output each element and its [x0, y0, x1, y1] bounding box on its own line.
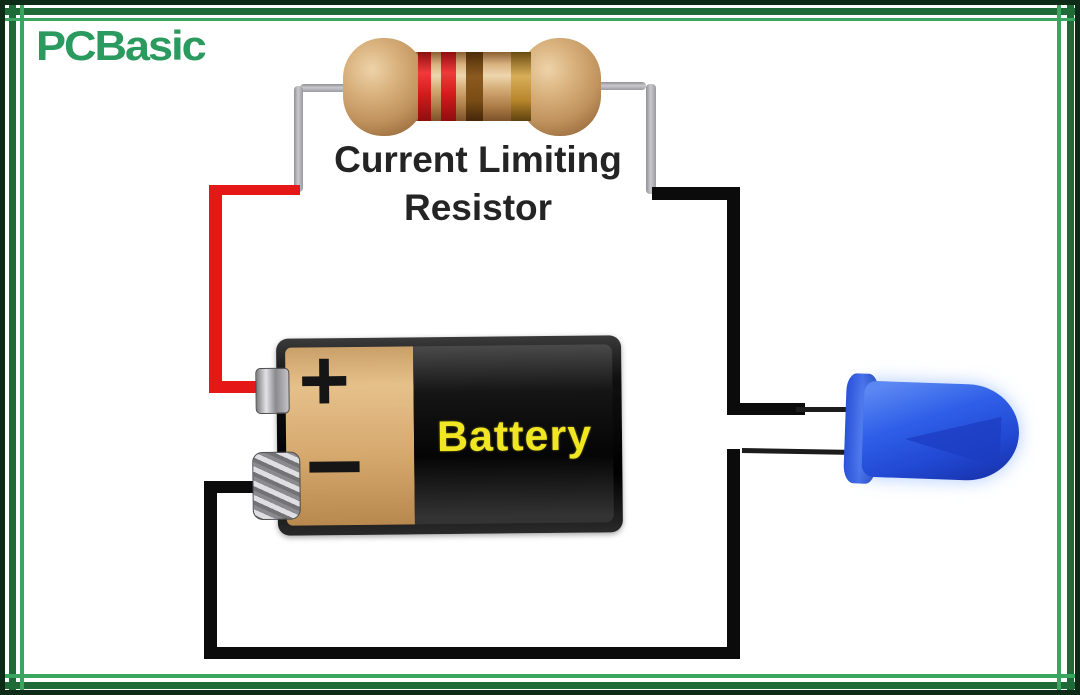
battery-label: Battery — [436, 411, 593, 462]
frame-line-dark-right — [1067, 0, 1074, 695]
wire-negative-right-vertical-lower — [727, 449, 740, 659]
resistor-band-gold — [511, 52, 531, 121]
frame-line-light-bottom — [0, 674, 1080, 678]
resistor-band-brown — [466, 52, 483, 121]
frame-line-dark-top — [0, 8, 1080, 15]
battery-positive-terminal — [255, 367, 290, 415]
wire-negative-right-vertical-upper — [727, 187, 740, 415]
led-body — [861, 380, 1021, 483]
frame-line-dark-bottom — [0, 682, 1080, 689]
pcbasic-logo: PCBasic — [36, 22, 207, 69]
wire-positive-top-horizontal — [209, 185, 300, 195]
frame-line-light-left — [20, 0, 24, 695]
resistor-lead-left-horizontal — [300, 84, 348, 92]
wire-negative-to-battery-horizontal — [204, 481, 262, 493]
wire-negative-to-led-horizontal — [727, 403, 805, 415]
battery-graphic: + − Battery — [252, 330, 624, 536]
wire-positive-vertical — [209, 185, 222, 393]
wire-negative-top-horizontal — [652, 187, 740, 200]
resistor-label-line2: Resistor — [403, 187, 553, 228]
frame-line-light-top — [0, 18, 1080, 21]
resistor-graphic — [343, 38, 601, 136]
resistor-body-right-cap — [519, 38, 601, 136]
frame-line-light-right — [1057, 0, 1061, 695]
led-inner-facet — [904, 410, 1002, 471]
resistor-band-red-1 — [418, 52, 431, 121]
resistor-lead-left-vertical — [294, 86, 303, 192]
wire-negative-bottom-horizontal — [204, 647, 740, 659]
frame-line-dark-left — [9, 0, 16, 695]
led-graphic — [841, 371, 1023, 491]
resistor-lead-right-horizontal — [596, 82, 646, 90]
resistor-band-red-2 — [441, 52, 456, 121]
resistor-label-line1: Current Limiting — [334, 139, 622, 180]
led-anode-lead — [796, 407, 858, 412]
wire-negative-left-vertical — [204, 481, 217, 659]
resistor-lead-right-vertical — [646, 84, 656, 194]
battery-minus-sign: − — [304, 409, 365, 523]
resistor-label: Current Limiting Resistor — [283, 136, 673, 232]
resistor-body-left-cap — [343, 38, 425, 136]
battery-negative-terminal — [252, 451, 301, 521]
